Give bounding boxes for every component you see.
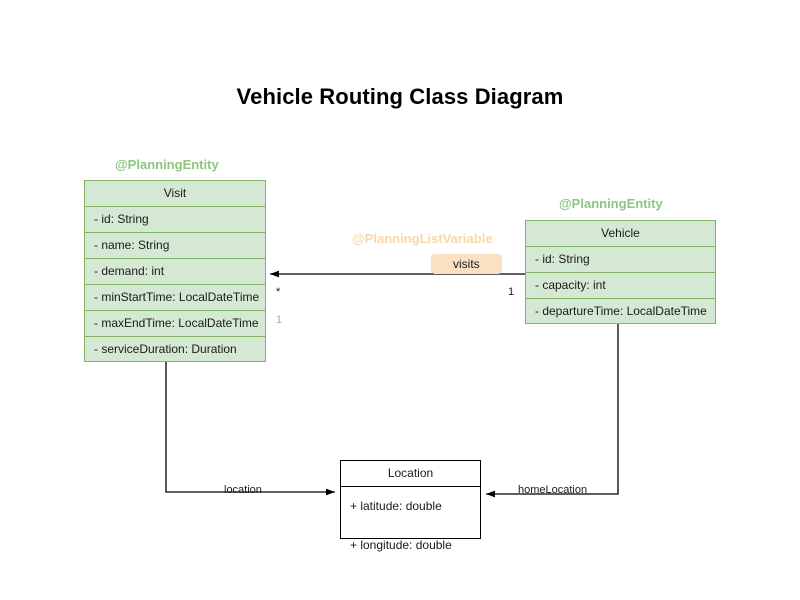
edge-label-location: location	[224, 484, 262, 496]
multiplicity-visits-extra: 1	[276, 314, 283, 326]
class-attribute: - demand: int	[85, 259, 265, 285]
edge-location	[165, 362, 335, 496]
edge-label-visits: visits	[431, 254, 502, 274]
annotation-planning-entity-vehicle: @PlanningEntity	[559, 196, 663, 211]
multiplicity-visits-target: *	[276, 286, 281, 298]
class-box-location[interactable]: Location + latitude: double + longitude:…	[340, 460, 481, 552]
multiplicity-visits-source: 1	[508, 286, 515, 298]
class-attribute: - minStartTime: LocalDateTime	[85, 285, 265, 311]
annotation-planning-list-variable: @PlanningListVariable	[352, 231, 493, 246]
class-attribute: - departureTime: LocalDateTime	[535, 304, 707, 318]
edge-label-home-location: homeLocation	[518, 484, 588, 496]
class-attribute: - serviceDuration: Duration	[94, 342, 237, 356]
class-attribute: - capacity: int	[526, 273, 715, 299]
class-attribute: - id: String	[85, 207, 265, 233]
class-box-vehicle[interactable]: Vehicle - id: String - capacity: int - d…	[525, 220, 716, 324]
class-name-visit: Visit	[85, 181, 265, 207]
class-attribute: + longitude: double	[350, 538, 452, 552]
class-attribute: - name: String	[85, 233, 265, 259]
annotation-planning-entity-visit: @PlanningEntity	[115, 157, 219, 172]
class-attribute: - id: String	[526, 247, 715, 273]
class-name-location: Location	[341, 461, 480, 487]
class-attribute: + latitude: double	[350, 499, 442, 513]
class-attribute: - maxEndTime: LocalDateTime	[85, 311, 265, 337]
edge-home-location	[486, 322, 619, 498]
class-box-visit[interactable]: Visit - id: String - name: String - dema…	[84, 180, 266, 362]
diagram-title: Vehicle Routing Class Diagram	[236, 84, 564, 109]
class-name-vehicle: Vehicle	[526, 221, 715, 247]
